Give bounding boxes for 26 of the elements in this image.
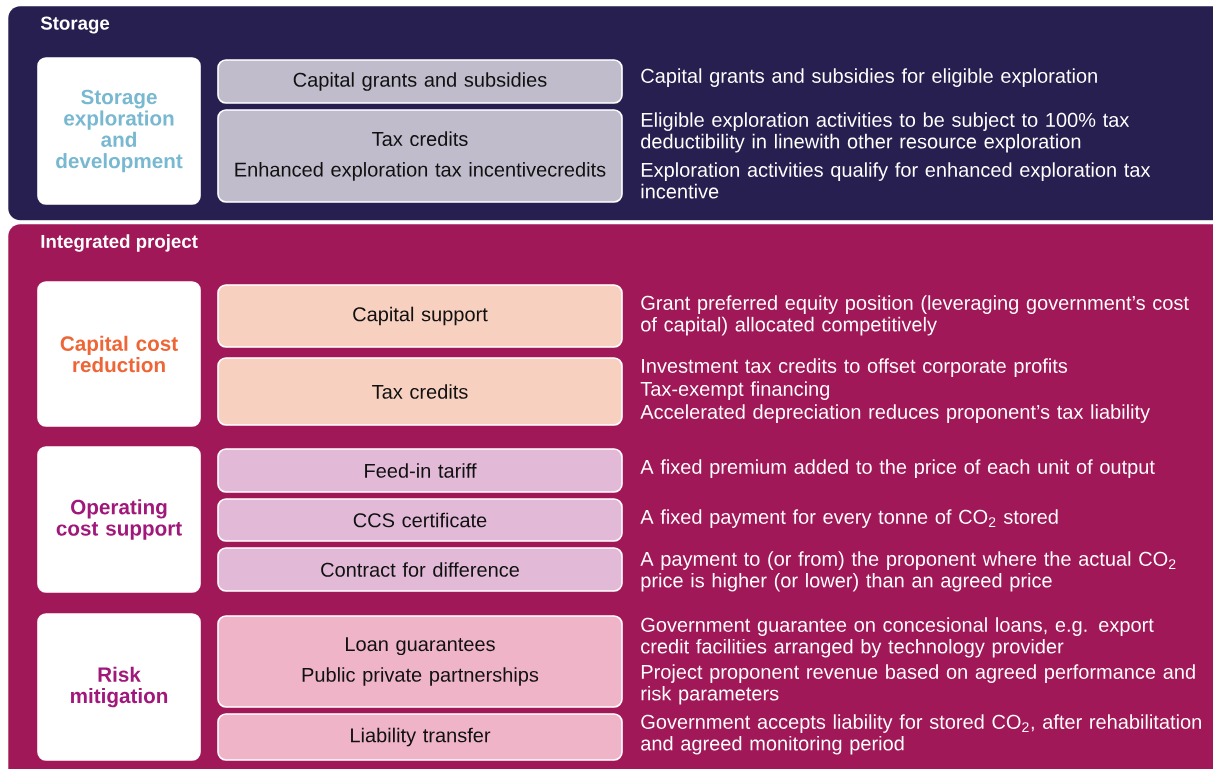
description-text: Investment tax credits to offset corporate profits	[642, 358, 1068, 377]
measure-box: Contract for difference	[217, 547, 623, 592]
description-text: Government accepts liability for stored CO$_{2}$, after rehabilitation and agreed monitoring period	[641, 714, 1201, 755]
measure-box: Liability transfer	[217, 713, 623, 761]
category-box: Operating cost support	[37, 446, 201, 593]
category-box: Storage exploration and development	[37, 57, 201, 205]
description-text: Grant preferred equity position (leveraging government’s cost of capital) allocated competitively	[641, 295, 1189, 336]
category-box: Capital cost reduction	[37, 281, 201, 427]
description-text: A fixed premium added to the price of each unit of output	[640, 459, 1155, 478]
description-text: Accelerated depreciation reduces proponent’s tax liability	[640, 404, 1151, 423]
description-text: A fixed payment for every tonne of CO$_{2}$ stored	[640, 509, 1058, 528]
measure-box: CCS certificate	[217, 498, 623, 542]
measure-box: Tax credits Enhanced exploration tax incentivecredits	[217, 109, 623, 203]
description-text: Tax-exempt financing	[640, 381, 830, 400]
measure-box: Tax credits	[217, 357, 623, 426]
description-text: Exploration activities qualify for enhanced exploration tax incentive	[641, 162, 1151, 199]
measure-box: Feed-in tariff	[217, 448, 623, 493]
measure-box: Capital grants and subsidies	[217, 59, 623, 104]
measure-box: Capital support	[217, 284, 623, 348]
description-text: Government guarantee on concesional loans, e.g. export credit facilities arranged by technology provider	[641, 617, 1154, 658]
measure-box: Loan guarantees Public private partnerships	[217, 615, 623, 708]
description-text: Eligible exploration activities to be subject to 100% tax deductibility in linewith other resource exploration	[641, 112, 1130, 153]
description-text: A payment to (or from) the proponent where the actual CO$_{2}$ price is higher (or lower) than an agreed price	[640, 551, 1176, 592]
description-text: Project proponent revenue based on agreed performance and risk parameters	[641, 664, 1195, 705]
category-box: Risk mitigation	[37, 613, 201, 761]
description-text: Capital grants and subsidies for eligible exploration	[641, 68, 1097, 87]
